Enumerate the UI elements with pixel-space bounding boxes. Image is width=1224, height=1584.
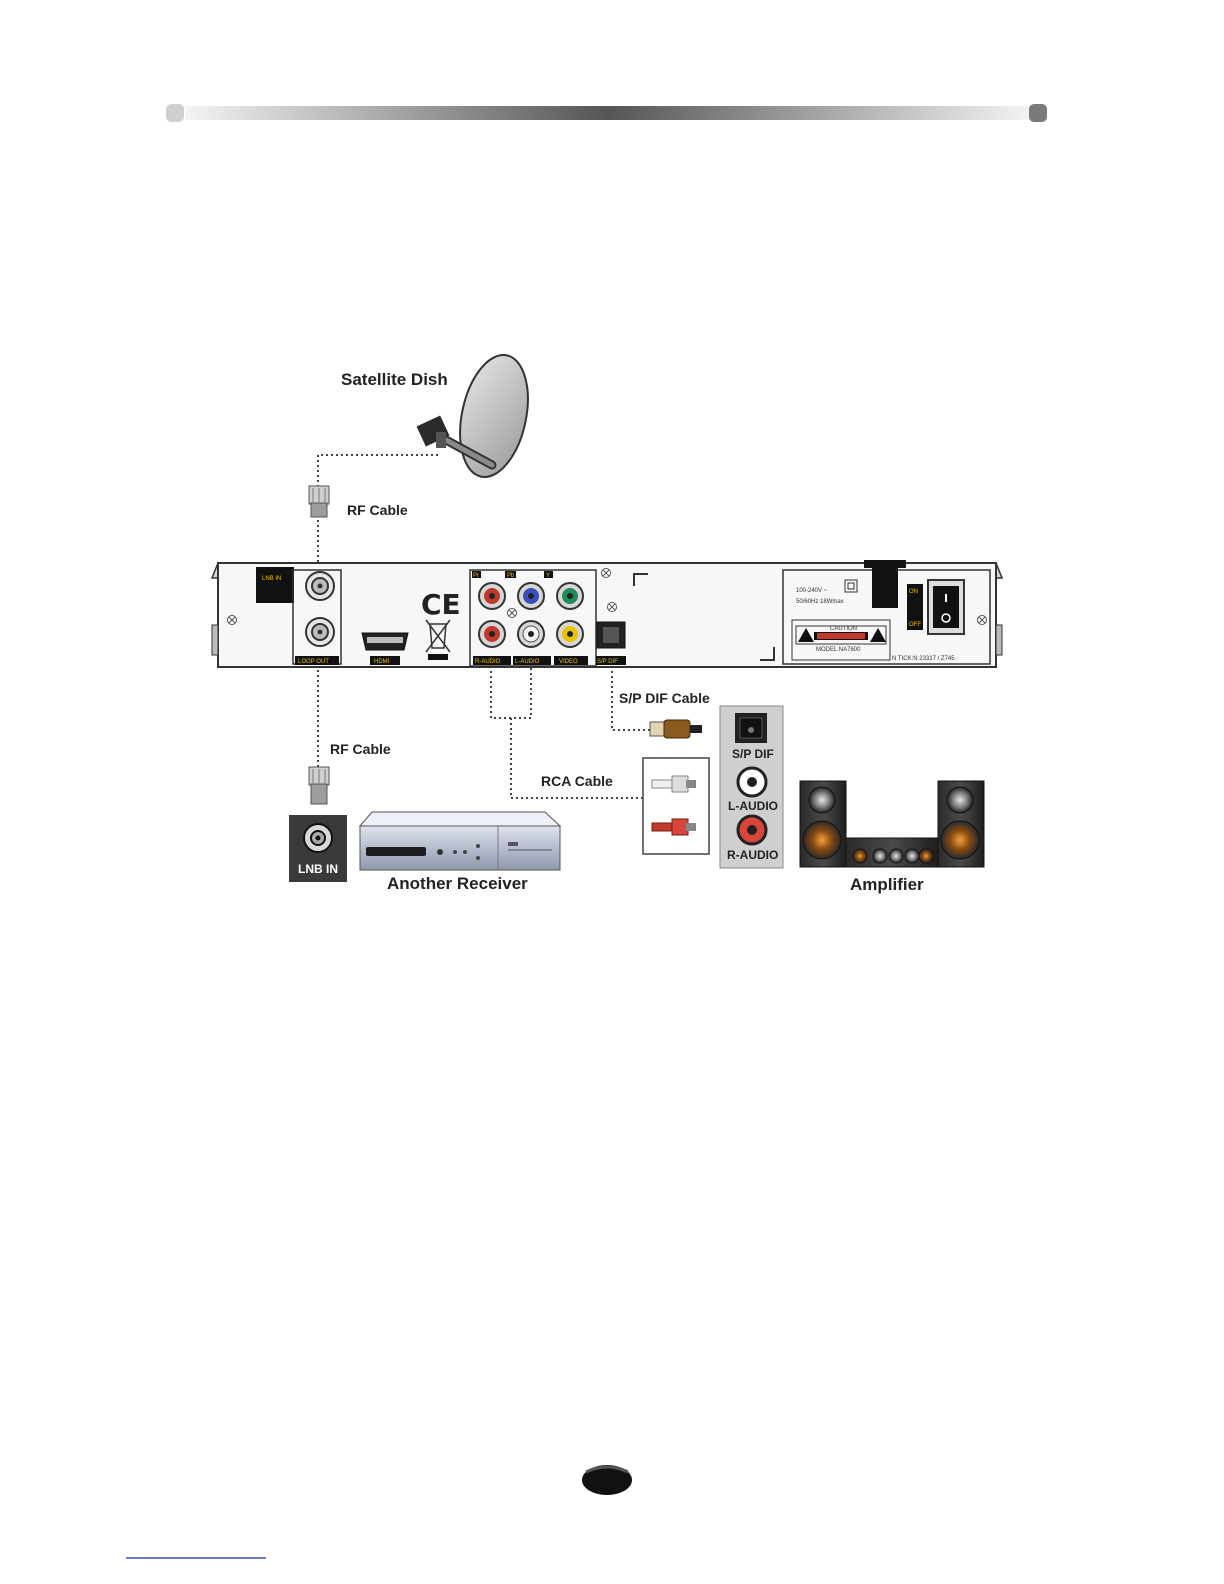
another-receiver-icon: [360, 812, 560, 870]
another-receiver-label: Another Receiver: [387, 874, 528, 894]
amp-input-panel: [720, 706, 783, 868]
y-jack-icon: [557, 583, 583, 609]
rca-cable-label: RCA Cable: [541, 773, 613, 789]
spdif-port-icon: [597, 622, 625, 648]
spdif-cable-label: S/P DIF Cable: [619, 690, 710, 706]
satellite-dish-label: Satellite Dish: [341, 370, 448, 390]
amp-r-audio-label: R-AUDIO: [727, 848, 778, 862]
rca-plugs-icon: [643, 758, 709, 854]
pb-jack-icon: [518, 583, 544, 609]
satellite-dish-icon: [417, 349, 539, 484]
lnb-in-receiver-label: LNB IN: [298, 862, 338, 876]
video-jack-icon: [557, 621, 583, 647]
receiver-rear-panel: CE: [212, 560, 1002, 667]
amp-spdif-port-icon: [735, 713, 767, 743]
rf-connector-top-icon: [309, 486, 329, 517]
loop-out-port-icon: [306, 618, 334, 646]
page-number-pill: [582, 1465, 632, 1495]
rf-cable-bottom-label: RF Cable: [330, 741, 391, 757]
spdif-plug-icon: [650, 720, 702, 738]
amplifier-icon: [800, 781, 984, 867]
amp-l-audio-label: L-AUDIO: [728, 799, 778, 813]
pr-jack-icon: [479, 583, 505, 609]
amplifier-label: Amplifier: [850, 875, 924, 895]
rf-cable-top-label: RF Cable: [347, 502, 408, 518]
lnb-in-port-icon: [306, 572, 334, 600]
l-audio-jack-icon: [518, 621, 544, 647]
amp-r-audio-port-icon: [738, 816, 766, 844]
svg-text:CE: CE: [421, 588, 461, 621]
rf-connector-bottom-icon: [309, 767, 329, 804]
amp-spdif-label: S/P DIF: [732, 747, 774, 761]
r-audio-jack-icon: [479, 621, 505, 647]
hdmi-port-icon: [362, 633, 408, 650]
amp-l-audio-port-icon: [738, 768, 766, 796]
